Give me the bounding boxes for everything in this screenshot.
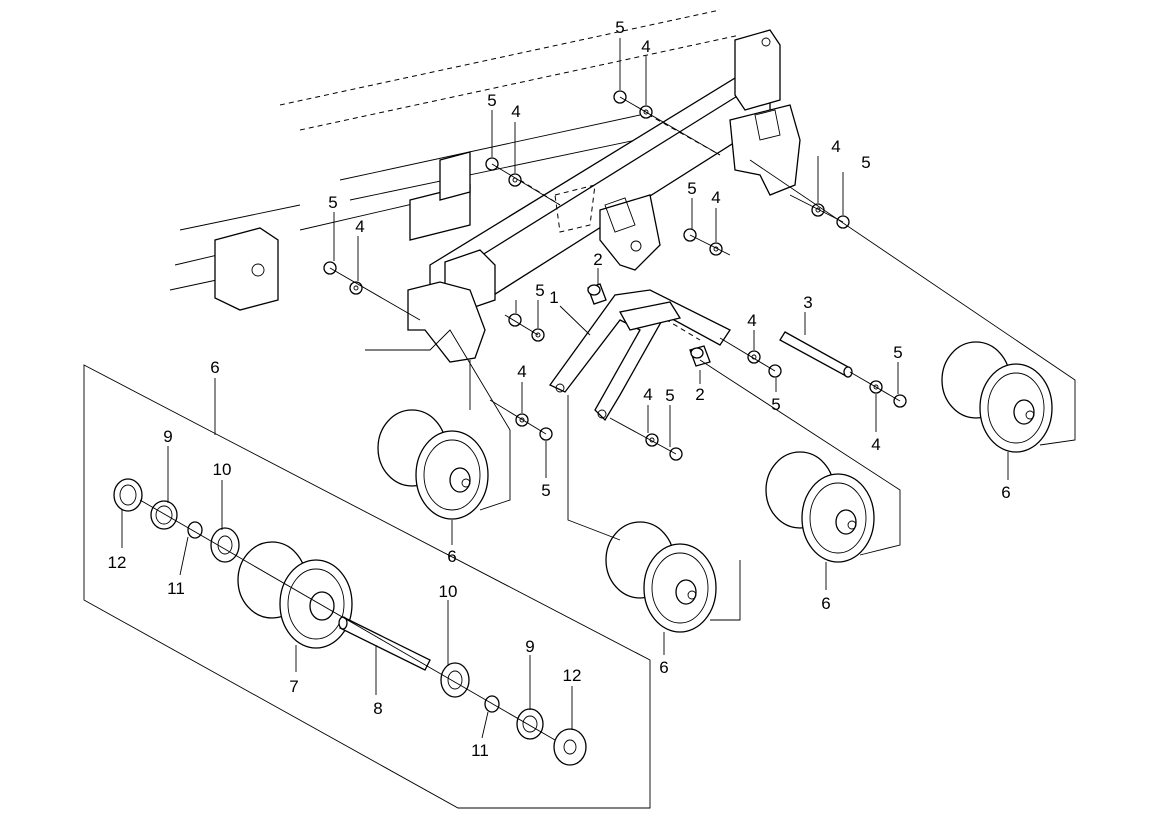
callout-labels: 5 4 5 4 4 5 5 4 5 4 2 1 5 4 3 4 5 5 4 2 …	[108, 18, 1011, 760]
roller-c	[765, 451, 875, 563]
label-part-4: 4	[641, 37, 650, 56]
roller-a	[377, 409, 489, 520]
label-part-10: 10	[213, 460, 232, 479]
label-part-3: 3	[803, 293, 812, 312]
label-part-5: 5	[487, 91, 496, 110]
track-rollers	[365, 159, 1076, 633]
label-part-6: 6	[659, 658, 668, 677]
label-part-6: 6	[447, 547, 456, 566]
pin-part-3	[779, 331, 853, 378]
label-part-4: 4	[711, 188, 720, 207]
label-part-12: 12	[563, 666, 582, 685]
label-part-4: 4	[831, 137, 840, 156]
frame-assembly	[169, 9, 801, 363]
swing-arm-part-1	[549, 289, 731, 422]
label-part-5: 5	[687, 179, 696, 198]
label-part-4: 4	[517, 362, 526, 381]
label-part-6: 6	[821, 594, 830, 613]
label-part-5: 5	[665, 386, 674, 405]
label-part-4: 4	[747, 311, 756, 330]
label-part-7: 7	[289, 677, 298, 696]
label-part-5: 5	[328, 193, 337, 212]
label-part-5: 5	[535, 281, 544, 300]
roller-d	[941, 341, 1053, 453]
label-part-6: 6	[210, 358, 219, 377]
leader-lines	[121, 38, 1009, 739]
label-part-6: 6	[1001, 483, 1010, 502]
label-part-2: 2	[593, 250, 602, 269]
roller-b	[605, 521, 717, 633]
label-part-4: 4	[643, 385, 652, 404]
label-part-5: 5	[861, 153, 870, 172]
label-part-12: 12	[108, 553, 127, 572]
label-part-4: 4	[871, 435, 880, 454]
label-part-4: 4	[511, 102, 520, 121]
label-part-11: 11	[471, 741, 489, 760]
label-part-9: 9	[163, 427, 172, 446]
label-part-11: 11	[167, 579, 185, 598]
label-part-5: 5	[893, 343, 902, 362]
label-part-10: 10	[439, 582, 458, 601]
fasteners	[323, 90, 907, 461]
roller-breakdown-box	[83, 364, 651, 809]
label-part-5: 5	[771, 395, 780, 414]
label-part-9: 9	[525, 637, 534, 656]
label-part-8: 8	[373, 699, 382, 718]
label-part-5: 5	[541, 481, 550, 500]
label-part-2: 2	[695, 385, 704, 404]
label-part-4: 4	[355, 217, 364, 236]
spacer-part-2	[587, 283, 711, 367]
label-part-1: 1	[549, 288, 558, 307]
label-part-5: 5	[615, 18, 624, 37]
